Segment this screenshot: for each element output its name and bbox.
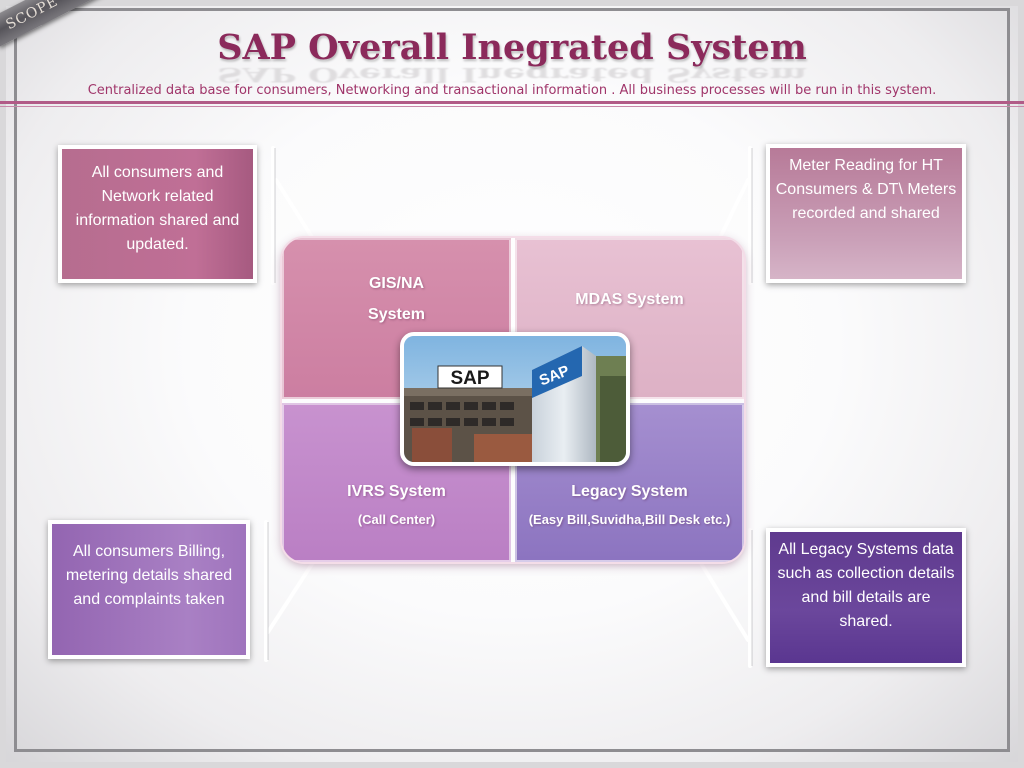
slide-subtitle: Centralized data base for consumers, Net… <box>87 83 937 98</box>
ivrs-sublabel: (Call Center) <box>357 512 436 527</box>
slide-title: SAP Overall Inegrated System <box>217 27 807 68</box>
ivrs-label: IVRS System <box>347 483 446 500</box>
callout-top-left: All consumers and Network related inform… <box>58 145 257 283</box>
callout-bottom-right: All Legacy Systems data such as collecti… <box>766 528 966 667</box>
gis-label-line1: GIS/NA <box>368 275 425 292</box>
gis-label-line2: System <box>368 306 425 323</box>
callout-top-right: Meter Reading for HT Consumers & DT\ Met… <box>766 144 966 283</box>
mdas-label: MDAS System <box>575 291 684 308</box>
callout-bottom-left: All consumers Billing, metering details … <box>48 520 250 659</box>
sap-sign-text: SAP <box>450 368 489 389</box>
legacy-sublabel: (Easy Bill,Suvidha,Bill Desk etc.) <box>528 512 731 527</box>
title-divider <box>0 101 1024 104</box>
title-divider-thin <box>0 106 1024 107</box>
quadrant-ivrs: IVRS System (Call Center) <box>282 403 511 562</box>
legacy-label: Legacy System <box>571 483 688 500</box>
sap-building-photo: SAP SAP <box>400 332 630 466</box>
slide-inner-frame <box>14 8 1010 752</box>
quadrant-legacy: Legacy System (Easy Bill,Suvidha,Bill De… <box>515 403 744 562</box>
